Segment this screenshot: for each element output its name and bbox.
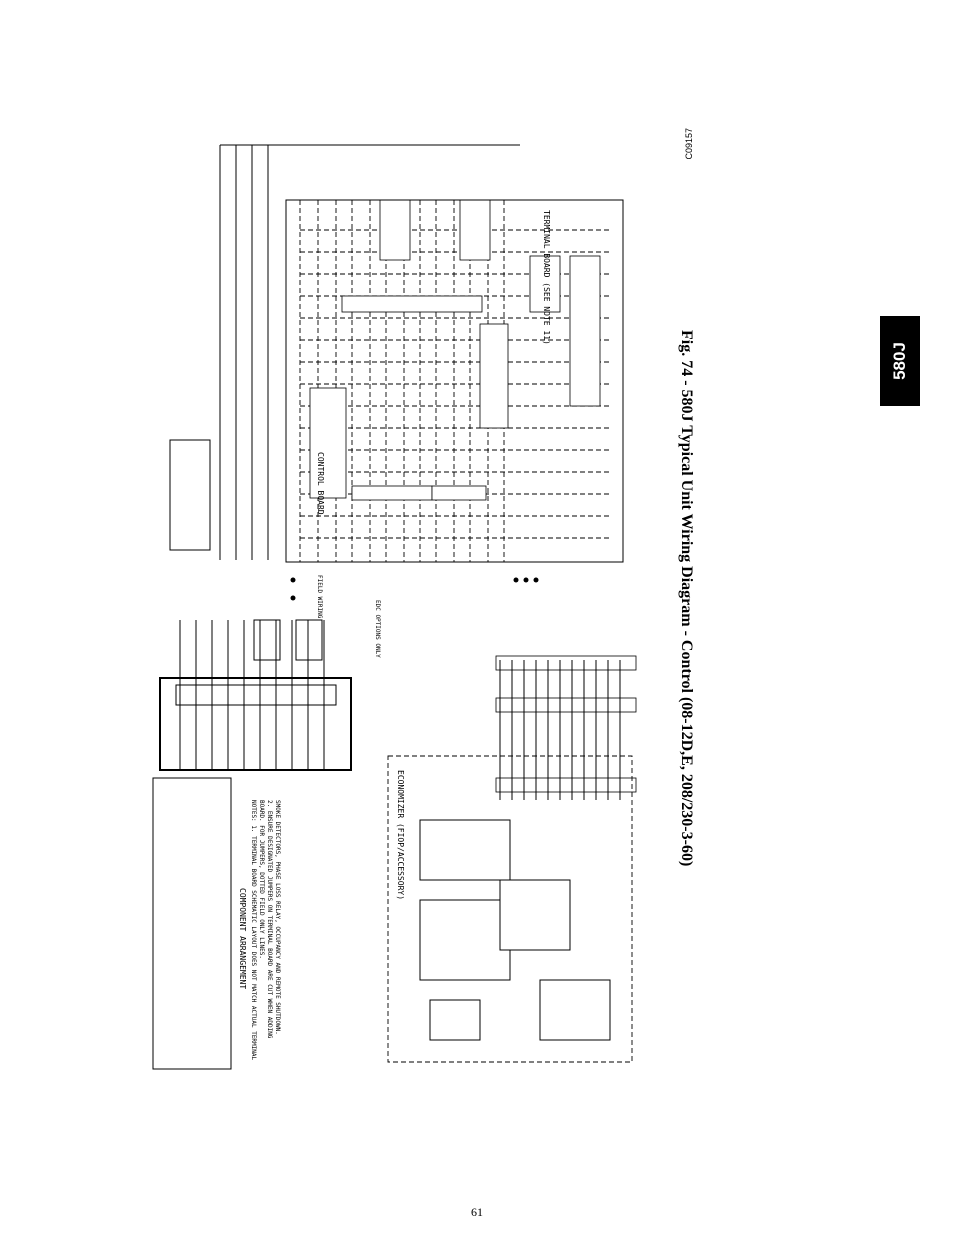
economizer-board [499, 879, 571, 951]
terminal-block [529, 255, 561, 313]
edc-options-label: EDC OPTIONS ONLY [374, 600, 381, 658]
terminal-board-note: TERMINAL BOARD (SEE NOTE 11) [542, 210, 551, 345]
terminal-block [341, 295, 483, 313]
terminal-block [309, 387, 347, 499]
note-line-4: SMOKE DETECTORS, PHASE LOSS RELAY, OCCUP… [274, 800, 281, 1035]
economizer-board [539, 979, 611, 1041]
note-line-2: BOARD. FOR JUMPERS, DOTTED FIELD ONLY LI… [258, 800, 265, 959]
component-arrangement-label: COMPONENT ARRANGEMENT [238, 888, 247, 989]
terminal-block [459, 199, 491, 261]
economizer-label: ECONOMIZER (FIOP/ACCESSORY) [396, 770, 405, 900]
economizer-board [429, 999, 481, 1041]
page-number: 61 [471, 1205, 483, 1219]
component-box [169, 439, 211, 551]
terminal-block [431, 485, 487, 501]
terminal-strip [495, 777, 637, 793]
terminal-strip [495, 697, 637, 713]
component-box [175, 684, 337, 706]
note-line-3: 2. ENSURE DESIGNATED JUMPERS ON TERMINAL… [266, 800, 273, 1039]
terminal-block [379, 199, 411, 261]
connection-dot [533, 577, 539, 583]
terminal-block [479, 323, 509, 429]
note-line-1: NOTES: 1. TERMINAL BOARD SCHEMATIC LAYOU… [250, 800, 257, 1060]
side-tab-label: 580J [890, 342, 909, 380]
connection-dot [523, 577, 529, 583]
economizer-board [419, 819, 511, 881]
terminal-block [351, 485, 433, 501]
field-wiring-label: FIELD WIRING [316, 575, 323, 619]
connection-dot [290, 577, 296, 583]
terminal-strip [495, 655, 637, 671]
component-box [295, 619, 323, 661]
control-board-label: CONTROL BOARD [316, 452, 325, 515]
terminal-block [569, 255, 601, 407]
economizer-board [419, 899, 511, 981]
side-tab: 580J [880, 316, 920, 406]
connection-dot [290, 595, 296, 601]
connection-dot [513, 577, 519, 583]
